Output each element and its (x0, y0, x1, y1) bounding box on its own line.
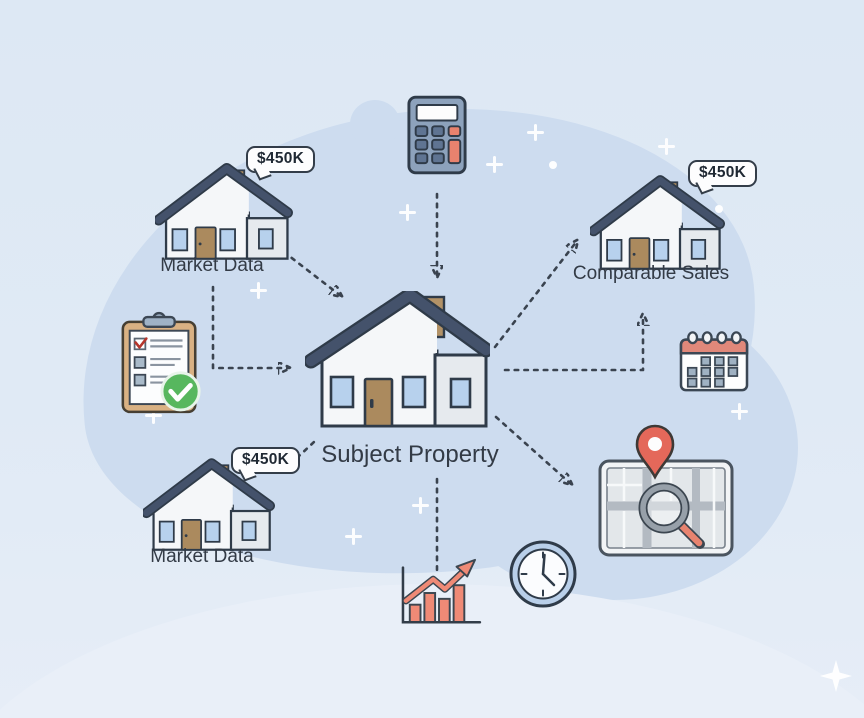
calculator-icon (407, 95, 467, 175)
sparkle-plus-icon (250, 282, 267, 299)
calendar-icon (679, 331, 749, 392)
price-bubble: $450K (246, 146, 316, 173)
house-icon-market-data-top (155, 163, 293, 266)
sparkle-plus-icon (527, 124, 544, 141)
map-icon (598, 424, 734, 557)
price-bubble: $450K (231, 447, 301, 474)
sparkle-plus-icon (731, 403, 748, 420)
bar-chart-icon (401, 558, 482, 624)
sparkle-plus-icon (145, 407, 162, 424)
label-market-data-top: Market Data (160, 255, 264, 276)
background-blob (350, 100, 400, 148)
sparkle-plus-icon (486, 156, 503, 173)
sparkle-plus-icon (412, 497, 429, 514)
label-comparable-sales: Comparable Sales (572, 263, 730, 284)
clock-icon (509, 540, 577, 608)
check-badge-icon (160, 371, 201, 412)
sparkle-dot-icon (549, 161, 557, 169)
trend-arrow-icon (402, 558, 476, 605)
location-pin-icon (635, 424, 675, 480)
price-bubble: $450K (688, 160, 758, 187)
label-market-data-bottom: Market Data (150, 546, 254, 567)
sparkle-plus-icon (345, 528, 362, 545)
house-icon-subject-property (305, 291, 490, 428)
checklist-icon (121, 311, 201, 414)
label-subject-property: Subject Property (321, 441, 499, 468)
sparkle-plus-icon (399, 204, 416, 221)
magnifier-icon (638, 482, 705, 549)
sparkle-dot-icon (715, 205, 723, 213)
sparkle-plus-icon (658, 138, 675, 155)
